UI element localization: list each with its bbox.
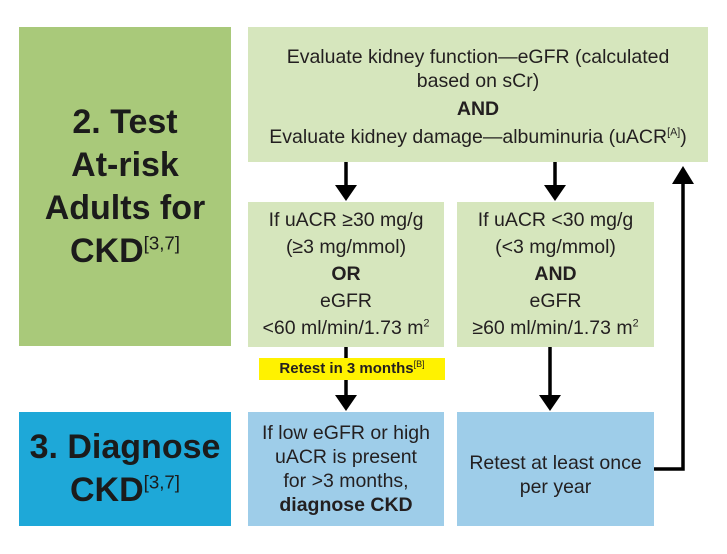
retest-yearly-line-2: per year <box>519 476 592 498</box>
low-uacr-box: If uACR <30 mg/g (<3 mg/mmol) AND eGFR ≥… <box>457 202 654 347</box>
evaluate-line-3: Evaluate kidney damage—albuminuria (uACR <box>269 125 668 148</box>
step-3-title: 3. Diagnose CKD[3,7] <box>30 426 221 512</box>
low-branch-and: AND <box>534 263 577 285</box>
step-2-box: 2. Test At-risk Adults for CKD[3,7] <box>19 27 231 346</box>
diagnose-box: If low eGFR or high uACR is present for … <box>248 412 444 526</box>
high-branch-or: OR <box>331 263 361 285</box>
evaluate-box: Evaluate kidney function—eGFR (calculate… <box>248 27 708 162</box>
retest-3-months-badge: Retest in 3 months[B] <box>259 358 445 380</box>
retest-yearly-line-1: Retest at least once <box>469 452 642 474</box>
high-branch-line-1: If uACR ≥30 mg/g <box>268 209 424 231</box>
step-3-line-2: CKD <box>69 471 144 509</box>
evaluate-close-paren: ) <box>680 125 687 148</box>
diagnose-line-2: uACR is present <box>275 446 417 468</box>
step-3-line-1: 3. Diagnose <box>29 428 221 466</box>
low-branch-line-1: If uACR <30 mg/g <box>477 209 634 231</box>
arrowhead-high <box>335 185 357 201</box>
step-2-line-3: Adults for <box>44 188 206 227</box>
step-2-line-1: 2. Test <box>72 102 178 141</box>
high-branch-line-4: <60 ml/min/1.73 m <box>262 317 424 339</box>
retest-badge-ref: [B] <box>413 359 425 369</box>
step-3-box: 3. Diagnose CKD[3,7] <box>19 412 231 526</box>
low-branch-sup: 2 <box>632 317 639 330</box>
arrowhead-diagnose <box>335 395 357 411</box>
evaluate-ref: [A] <box>667 126 681 138</box>
high-branch-sup: 2 <box>423 317 430 330</box>
evaluate-and: AND <box>456 97 500 120</box>
arrow-retest-loop <box>654 182 685 471</box>
high-branch-line-2: (≥3 mg/mmol) <box>285 236 407 258</box>
diagnose-line-3: for >3 months, <box>283 470 409 492</box>
step-2-ref: [3,7] <box>143 232 181 254</box>
evaluate-line-2: based on sCr) <box>416 69 540 92</box>
retest-badge-text: Retest in 3 months <box>279 360 414 377</box>
evaluate-line-1: Evaluate kidney function—eGFR (calculate… <box>286 45 670 68</box>
step-2-line-2: At-risk <box>71 145 179 184</box>
high-branch-line-3: eGFR <box>319 290 372 312</box>
arrowhead-retest <box>539 395 561 411</box>
step-3-ref: [3,7] <box>143 471 181 493</box>
high-uacr-box: If uACR ≥30 mg/g (≥3 mg/mmol) OR eGFR <6… <box>248 202 444 347</box>
arrowhead-loop <box>672 166 694 184</box>
step-2-line-4: CKD <box>69 231 144 270</box>
low-branch-line-4: ≥60 ml/min/1.73 m <box>472 317 633 339</box>
arrowhead-low <box>544 185 566 201</box>
step-2-title: 2. Test At-risk Adults for CKD[3,7] <box>45 101 206 273</box>
low-branch-line-3: eGFR <box>529 290 582 312</box>
low-branch-line-2: (<3 mg/mmol) <box>495 236 616 258</box>
diagnose-line-4: diagnose CKD <box>279 494 413 516</box>
diagnose-line-1: If low eGFR or high <box>262 422 430 444</box>
retest-yearly-box: Retest at least once per year <box>457 412 654 526</box>
